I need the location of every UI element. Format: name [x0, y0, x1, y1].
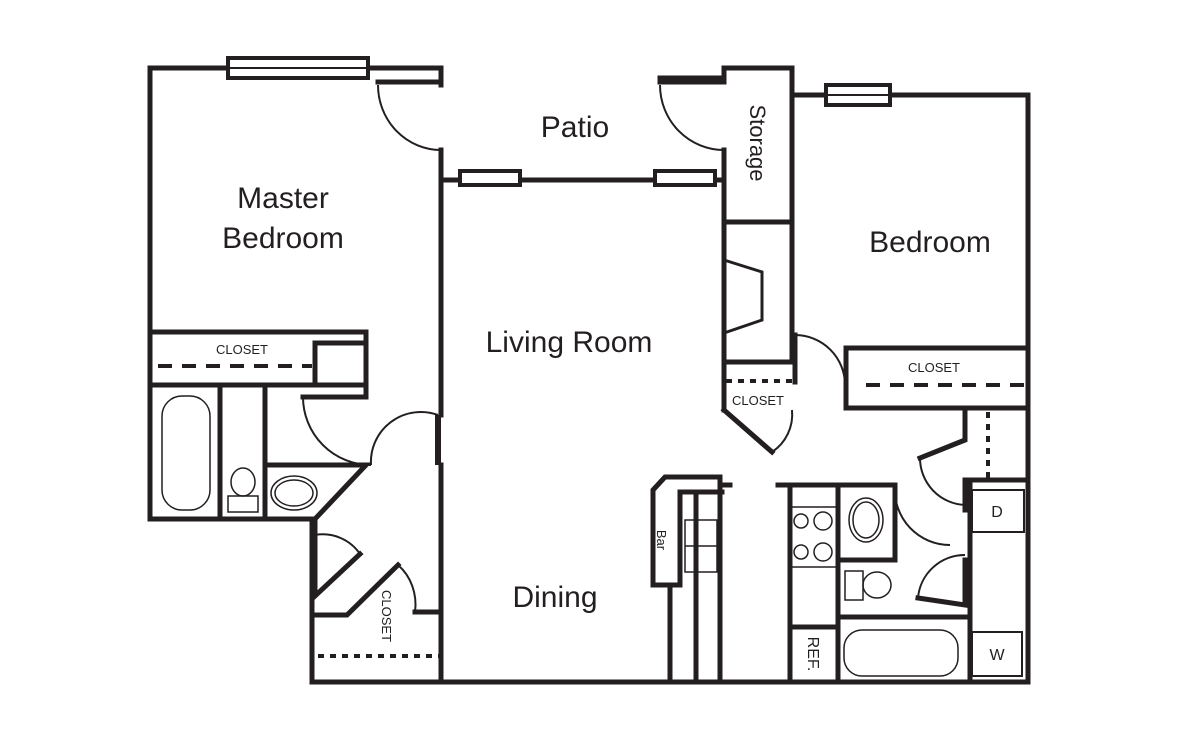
dryer-label: D: [991, 504, 1003, 521]
hall-bath-fixtures: [843, 497, 959, 677]
bar-label: Bar: [654, 530, 669, 551]
refrigerator-label: REF.: [804, 637, 821, 672]
kitchen-sink-icon: [684, 519, 718, 573]
bathtub-icon: [161, 395, 211, 511]
stove-icon: [789, 506, 839, 568]
closet-label: CLOSET: [908, 360, 960, 375]
room-label-dining: Dining: [512, 581, 597, 614]
door-swings: [302, 84, 966, 613]
washer-label: W: [989, 647, 1005, 664]
sink-icon: [848, 497, 884, 543]
room-label-master-bedroom: Master: [237, 182, 329, 215]
closet-label: CLOSET: [732, 393, 784, 408]
toilet-icon: [227, 495, 259, 513]
closet-label: CLOSET: [379, 590, 394, 642]
toilet-icon: [844, 570, 864, 601]
fireplace: [723, 258, 764, 335]
closet-label: CLOSET: [216, 342, 268, 357]
room-label-bedroom: Bedroom: [869, 226, 991, 259]
walls: [147, 65, 1031, 685]
bathtub-icon: [843, 629, 959, 677]
dryer: [971, 489, 1025, 533]
master-bath-fixtures: [161, 395, 318, 513]
windows: [226, 56, 892, 187]
room-label-patio: Patio: [541, 111, 609, 144]
sink-icon: [270, 475, 318, 511]
room-label-storage: Storage: [745, 104, 770, 181]
washer: [971, 631, 1023, 677]
room-label-living-room: Living Room: [486, 326, 653, 359]
room-label-master-bedroom: Bedroom: [222, 222, 344, 255]
